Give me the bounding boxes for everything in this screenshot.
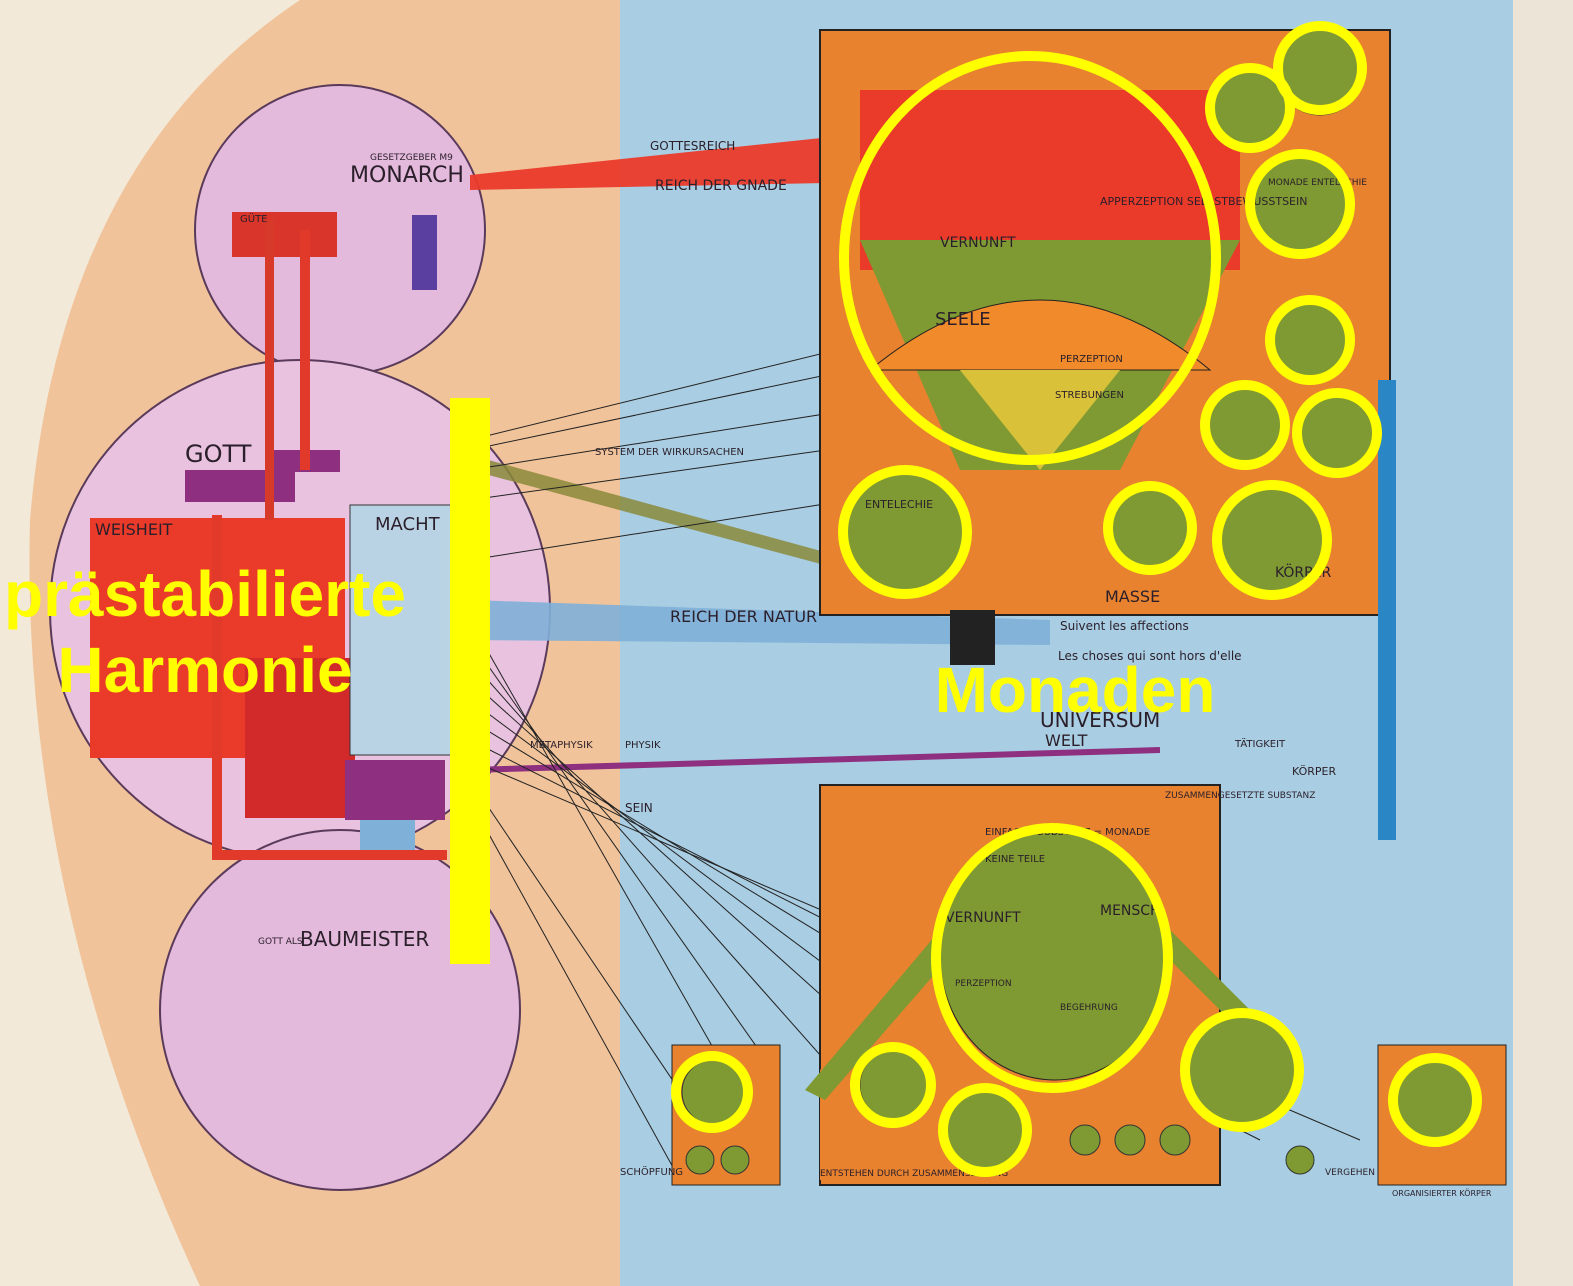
label-strebungen: STREBUNGEN: [1055, 390, 1124, 401]
harmonie-line-1: prästabilierte: [0, 556, 440, 632]
harmonie-bar: [450, 398, 490, 964]
label-monarch-note: GESETZGEBER M9: [370, 153, 453, 163]
label-monarch: MONARCH: [350, 163, 464, 188]
gott-purple: [185, 470, 295, 502]
lower-blue: [360, 820, 415, 855]
label-begehrung: BEGEHRUNG: [1060, 1003, 1118, 1013]
lower-purple: [345, 760, 445, 820]
label-schoepfung: SCHÖPFUNG: [620, 1165, 683, 1178]
red-vertical-2: [265, 220, 274, 520]
label-sein: SEIN: [625, 801, 653, 815]
red-frame-bottom: [212, 850, 447, 860]
label-keine-teile: KEINE TEILE: [985, 854, 1045, 865]
label-physik: PHYSIK: [625, 740, 661, 751]
label-baumeister: BAUMEISTER: [300, 927, 429, 951]
label-organisierter: ORGANISIERTER KÖRPER: [1392, 1188, 1492, 1198]
label-zusammengesetzte: ZUSAMMENGESETZTE SUBSTANZ: [1165, 791, 1315, 801]
label-guete: GÜTE: [240, 212, 268, 225]
monaden-label: Monaden: [905, 652, 1245, 728]
label-koerper-middle: KÖRPER: [1292, 765, 1336, 778]
label-vernunft-upper: VERNUNFT: [940, 235, 1016, 251]
label-vernunft-lower: VERNUNFT: [945, 910, 1021, 926]
harmonie-line-2: Harmonie: [0, 632, 440, 708]
label-welt: WELT: [1045, 731, 1088, 750]
label-perzeption-upper: PERZEPTION: [1060, 354, 1123, 365]
label-reich-gnade: REICH DER GNADE: [655, 178, 787, 194]
label-metaphysik: METAPHYSIK: [530, 740, 593, 751]
right-paper-edge: [1513, 0, 1573, 1286]
red-vertical-1: [300, 230, 310, 470]
label-seele: SEELE: [935, 309, 991, 330]
label-perzeption-lower: PERZEPTION: [955, 979, 1012, 989]
label-system: SYSTEM DER WIRKURSACHEN: [595, 447, 744, 458]
label-taetigkeit: TÄTIGKEIT: [1234, 737, 1286, 750]
label-weisheit: WEISHEIT: [95, 520, 173, 539]
purple-bars: [412, 215, 437, 290]
label-mensch: MENSCH: [1100, 903, 1161, 919]
label-gott-als: GOTT ALS: [258, 937, 303, 947]
upper-blue-bar: [1378, 380, 1396, 840]
label-gottesreich: GOTTESREICH: [650, 139, 735, 153]
label-reich-natur: REICH DER NATUR: [670, 607, 817, 626]
label-vergehen: VERGEHEN: [1325, 1168, 1375, 1178]
label-monade-entelechie: MONADE ENTELECHIE: [1268, 178, 1367, 188]
label-suivant: Suivent les affections: [1060, 619, 1189, 633]
label-macht: MACHT: [375, 514, 441, 535]
praestabilierte-harmonie-label: prästabilierte Harmonie: [0, 556, 440, 708]
label-entelechie: ENTELECHIE: [865, 498, 933, 511]
label-masse: MASSE: [1105, 587, 1160, 606]
label-gott: GOTT: [185, 440, 252, 468]
